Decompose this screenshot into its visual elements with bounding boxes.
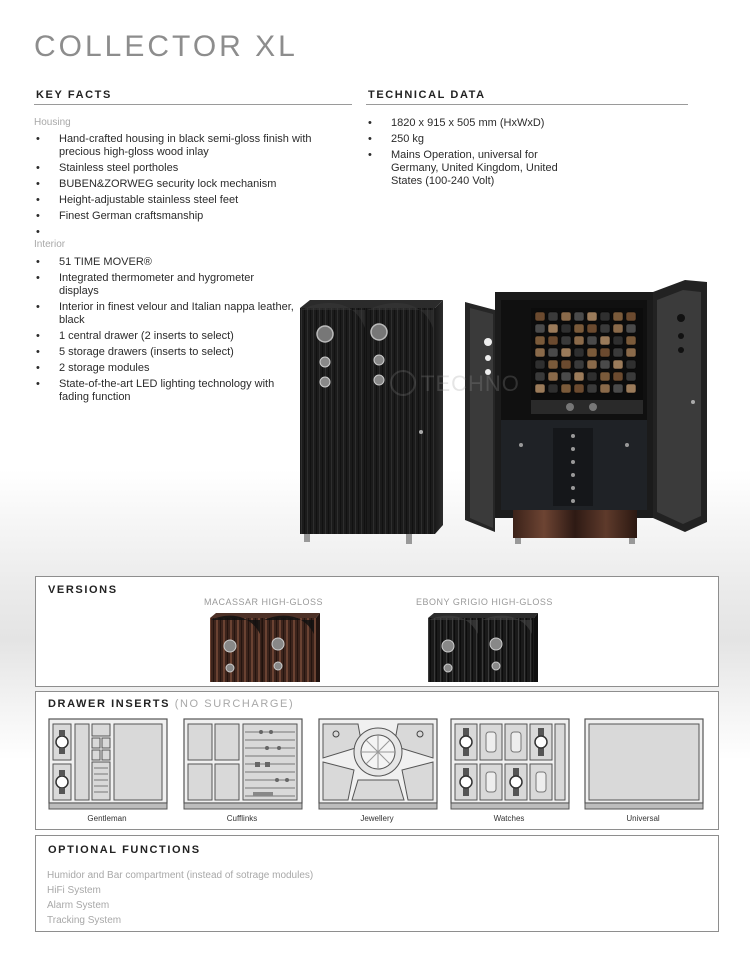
key-facts-heading: KEY FACTS <box>36 89 112 101</box>
housing-item: Height-adjustable stainless steel feet <box>36 194 326 207</box>
insert-cufflinks-image <box>183 718 303 810</box>
interior-item: 2 storage modules <box>36 362 296 375</box>
insert-gentleman-image <box>48 718 168 810</box>
insert-label: Gentleman <box>87 814 127 823</box>
version-ebony-grigio-image <box>426 610 540 682</box>
open-cabinet <box>465 280 707 544</box>
insert-label: Watches <box>493 814 525 823</box>
version-label: EBONY GRIGIO HIGH-GLOSS <box>416 597 553 607</box>
interior-item: Integrated thermometer and hygrometer di… <box>36 272 296 298</box>
housing-item: BUBEN&ZORWEG security lock mechanism <box>36 178 326 191</box>
optional-function-item: Tracking System <box>47 915 122 926</box>
drawer-knobs <box>519 434 629 503</box>
housing-list: Hand-crafted housing in black semi-gloss… <box>36 133 326 242</box>
drawer-inserts-heading: DRAWER INSERTS <box>48 698 171 710</box>
product-image: TECHNO <box>295 270 715 560</box>
insert-universal-image <box>584 718 704 810</box>
insert-watches-image <box>450 718 570 810</box>
optional-functions-list: Humidor and Bar compartment (instead of … <box>47 868 313 928</box>
insert-jewellery-image <box>318 718 438 810</box>
tech-item: Mains Operation, universal for Germany, … <box>368 149 578 188</box>
housing-item: Stainless steel portholes <box>36 162 326 175</box>
interior-list: 51 TIME MOVER® Integrated thermometer an… <box>36 256 296 407</box>
versions-panel <box>35 576 719 687</box>
tech-item: 1820 x 915 x 505 mm (HxWxD) <box>368 117 578 130</box>
interior-label: Interior <box>34 239 66 250</box>
insert-label: Jewellery <box>360 814 394 823</box>
versions-heading: VERSIONS <box>48 584 118 596</box>
version-macassar-image <box>208 610 322 682</box>
watermark-logo: TECHNO <box>390 370 520 396</box>
watermark-text: TECHNO <box>421 371 520 396</box>
insert-label: Universal <box>626 814 660 823</box>
drawer-inserts-note: (NO SURCHARGE) <box>174 698 295 710</box>
housing-item: Hand-crafted housing in black semi-gloss… <box>36 133 326 159</box>
housing-item: Finest German craftsmanship <box>36 210 326 223</box>
version-label: MACASSAR HIGH-GLOSS <box>204 597 324 607</box>
drawer-inserts-header: DRAWER INSERTS (NO SURCHARGE) <box>48 698 294 710</box>
closed-cabinet <box>300 300 443 544</box>
watch-winders <box>534 311 637 394</box>
technical-data-rule <box>366 104 688 105</box>
optional-functions-heading: OPTIONAL FUNCTIONS <box>48 844 201 856</box>
interior-item: 5 storage drawers (inserts to select) <box>36 346 296 359</box>
technical-data-list: 1820 x 915 x 505 mm (HxWxD) 250 kg Mains… <box>368 117 578 191</box>
page-title: COLLECTOR XL <box>34 30 298 63</box>
insert-label: Cufflinks <box>226 814 258 823</box>
optional-function-item: Humidor and Bar compartment (instead of … <box>47 870 314 881</box>
interior-item: State-of-the-art LED lighting technology… <box>36 378 296 404</box>
interior-item: 51 TIME MOVER® <box>36 256 296 269</box>
housing-label: Housing <box>34 117 71 128</box>
interior-item: Interior in finest velour and Italian na… <box>36 301 296 327</box>
tech-item: 250 kg <box>368 133 578 146</box>
interior-item: 1 central drawer (2 inserts to select) <box>36 330 296 343</box>
technical-data-heading: TECHNICAL DATA <box>368 89 486 101</box>
key-facts-rule <box>34 104 352 105</box>
optional-function-item: Alarm System <box>47 900 110 911</box>
housing-item <box>36 226 326 239</box>
optional-functions-panel <box>35 835 719 932</box>
optional-function-item: HiFi System <box>47 885 101 896</box>
